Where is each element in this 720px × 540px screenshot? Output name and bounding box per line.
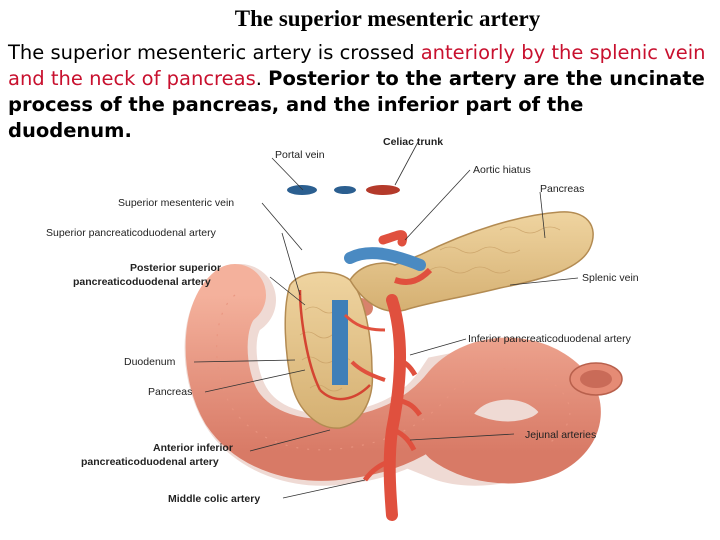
slide-title: The superior mesenteric artery [234, 6, 541, 31]
label-anterior-inferior-2: pancreaticoduodenal artery [81, 456, 219, 468]
body-text-part3: . [255, 67, 269, 91]
label-splenic-vein: Splenic vein [582, 272, 639, 284]
label-jejunal-arteries: Jejunal arteries [525, 429, 596, 441]
label-aortic-hiatus: Aortic hiatus [473, 164, 531, 176]
label-posterior-superior-1: Posterior superior [130, 262, 221, 274]
body-text-highlight: anteriorly by the splenic vein and the n… [8, 41, 706, 91]
label-duodenum: Duodenum [124, 356, 176, 368]
label-pancreas-left: Pancreas [148, 386, 192, 398]
label-superior-pancreaticoduodenal-artery: Superior pancreaticoduodenal artery [46, 227, 217, 239]
anatomy-illustration: Portal vein Celiac trunk Aortic hiatus P… [46, 136, 639, 521]
label-superior-mesenteric-vein: Superior mesenteric vein [118, 197, 234, 209]
label-inferior-pancreaticoduodenal-artery: Inferior pancreaticoduodenal artery [468, 333, 632, 345]
body-text-part1: The superior mesenteric artery is crosse… [8, 41, 421, 64]
label-anterior-inferior-1: Anterior inferior [153, 442, 233, 454]
superior-mesenteric-artery [298, 289, 423, 521]
label-posterior-superior-2: pancreaticoduodenal artery [73, 276, 211, 288]
aorta-shape [366, 185, 433, 450]
slide-body-text: The superior mesenteric artery is crosse… [8, 40, 713, 145]
duodenum-shape [184, 264, 623, 486]
label-middle-colic-artery: Middle colic artery [168, 493, 260, 505]
label-celiac-trunk: Celiac trunk [383, 136, 443, 148]
label-pancreas-top: Pancreas [540, 183, 584, 195]
body-text-bold: Posterior to the artery are the uncinate… [8, 67, 705, 143]
leader-lines [193, 141, 579, 499]
label-portal-vein: Portal vein [275, 149, 325, 161]
